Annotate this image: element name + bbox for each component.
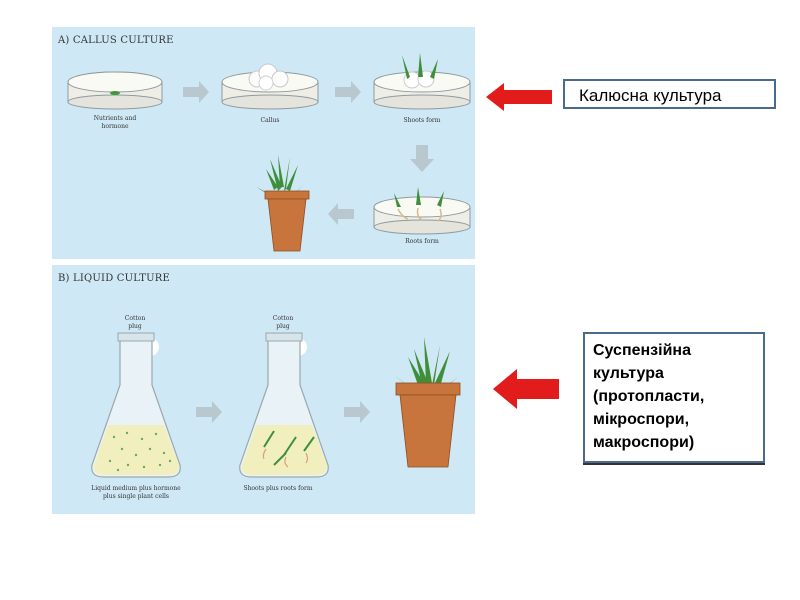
caption-shoots: Shoots form <box>403 117 441 124</box>
caption-callus: Callus <box>260 117 280 124</box>
process-arrow <box>335 81 361 103</box>
petri-dish-callus <box>221 63 319 110</box>
potted-plant <box>256 155 310 252</box>
panel-callus-culture: A) CALLUS CULTURE <box>52 27 475 259</box>
label-callus-culture: Калюсна культура <box>563 79 776 109</box>
liquid-culture-illustration <box>91 332 461 478</box>
caption-cotton-plug-2: Cotton plug <box>272 315 294 330</box>
process-arrow <box>344 401 370 423</box>
panel-title: A) CALLUS CULTURE <box>58 35 174 46</box>
caption-cotton-plug-1: Cotton plug <box>124 315 146 330</box>
process-arrow <box>196 401 222 423</box>
caption-roots: Roots form <box>405 238 439 245</box>
flask-single-cells <box>91 332 181 478</box>
process-arrow <box>328 203 354 225</box>
caption-single-cells: Liquid medium plus hormone plus single p… <box>91 485 181 500</box>
potted-plant <box>394 337 461 468</box>
red-arrow-liquid <box>493 369 559 409</box>
process-arrow <box>410 145 434 172</box>
red-arrow-callus <box>486 83 552 111</box>
process-arrow <box>183 81 209 103</box>
label-suspension-culture: Суспензійна культура (протопласти, мікро… <box>583 332 765 463</box>
panel-title: B) LIQUID CULTURE <box>58 273 171 284</box>
petri-dish-nutrients <box>67 71 163 110</box>
caption-shoots-roots: Shoots plus roots form <box>243 485 313 492</box>
panel-liquid-culture: B) LIQUID CULTURE <box>52 265 475 514</box>
caption-nutrients: Nutrients and hormone <box>93 115 137 130</box>
callus-culture-illustration <box>67 53 471 252</box>
petri-dish-shoots <box>373 53 471 110</box>
petri-dish-roots <box>373 187 471 235</box>
flask-shoots-roots <box>239 332 329 478</box>
